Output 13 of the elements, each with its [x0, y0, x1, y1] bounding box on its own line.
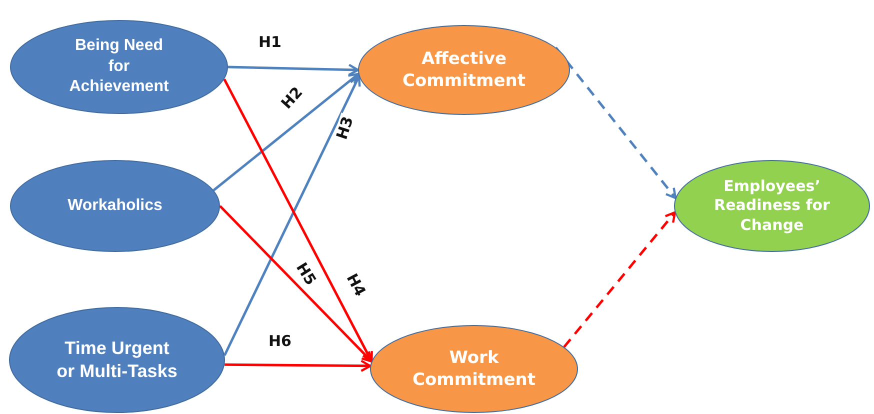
node-label: Workaholics: [66, 196, 164, 216]
arrow: [563, 211, 676, 348]
node-label: Being Need for Achievement: [68, 36, 170, 98]
arrow: [212, 72, 360, 192]
node-label: Employees’ Readiness for Change: [713, 176, 831, 236]
node-label: Work Commitment: [411, 346, 536, 392]
arrow: [219, 205, 373, 362]
arrow: [228, 64, 360, 76]
node-label: Time Urgent or Multi-Tasks: [56, 336, 178, 383]
node-label: Affective Commitment: [401, 48, 526, 92]
arrow: [554, 46, 677, 200]
edge-label: H6: [266, 332, 294, 350]
arrow: [224, 360, 372, 372]
